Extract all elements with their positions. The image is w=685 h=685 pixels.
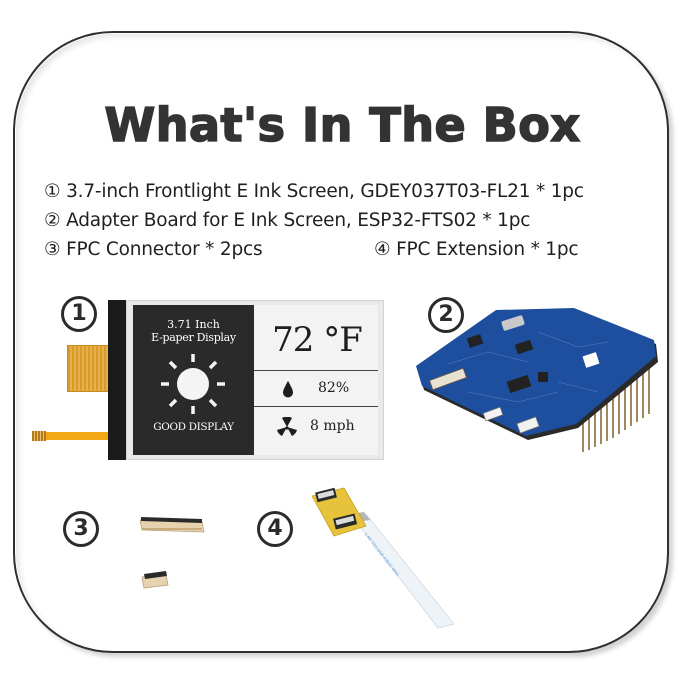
page-title: What's In The Box — [104, 97, 581, 153]
fpc-connector-small — [141, 571, 169, 589]
item-text: FPC Extension * 1pc — [396, 239, 579, 260]
item-line-2: ② Adapter Board for E Ink Screen, ESP32-… — [44, 210, 530, 231]
item-text: 3.7-inch Frontlight E Ink Screen, GDEY03… — [66, 181, 584, 202]
fpc-extension-photo: 1-MY YDS DSB 4SB4C NMA — [311, 487, 455, 629]
display-temperature: 72 °F — [272, 320, 363, 360]
item-line-1: ① 3.7-inch Frontlight E Ink Screen, GDEY… — [44, 181, 584, 202]
display-wind: 8 mph — [310, 418, 355, 434]
screen-edge-strip — [108, 300, 126, 460]
display-divider — [254, 370, 378, 371]
display-brand: GOOD DISPLAY — [153, 421, 234, 433]
fan-icon — [277, 417, 297, 436]
display-divider — [254, 406, 378, 407]
badge-2: 2 — [428, 297, 464, 333]
sun-icon — [161, 354, 225, 414]
item-line-3: ③ FPC Connector * 2pcs — [44, 239, 263, 260]
item-number: ② — [44, 210, 61, 231]
water-drop-icon — [283, 381, 293, 398]
display-size-label: 3.71 Inch — [167, 318, 220, 331]
badge-4: 4 — [257, 511, 293, 547]
display-type-label: E-paper Display — [151, 331, 236, 344]
fpc-ribbon-tail — [32, 432, 110, 440]
fpc-ribbon-contacts — [32, 431, 46, 441]
badge-1: 1 — [61, 296, 97, 332]
adapter-board-photo — [416, 308, 658, 452]
fpc-ribbon-wide — [67, 345, 112, 392]
fpc-connector-large — [139, 517, 205, 533]
item-text: Adapter Board for E Ink Screen, ESP32-FT… — [66, 210, 531, 231]
display-light-panel — [254, 305, 378, 455]
item-number: ③ — [44, 239, 61, 260]
item-number: ④ — [374, 239, 391, 260]
item-number: ① — [44, 181, 61, 202]
display-humidity: 82% — [318, 380, 350, 396]
item-text: FPC Connector * 2pcs — [66, 239, 263, 260]
item-line-4: ④ FPC Extension * 1pc — [374, 239, 579, 260]
badge-3: 3 — [63, 511, 99, 547]
